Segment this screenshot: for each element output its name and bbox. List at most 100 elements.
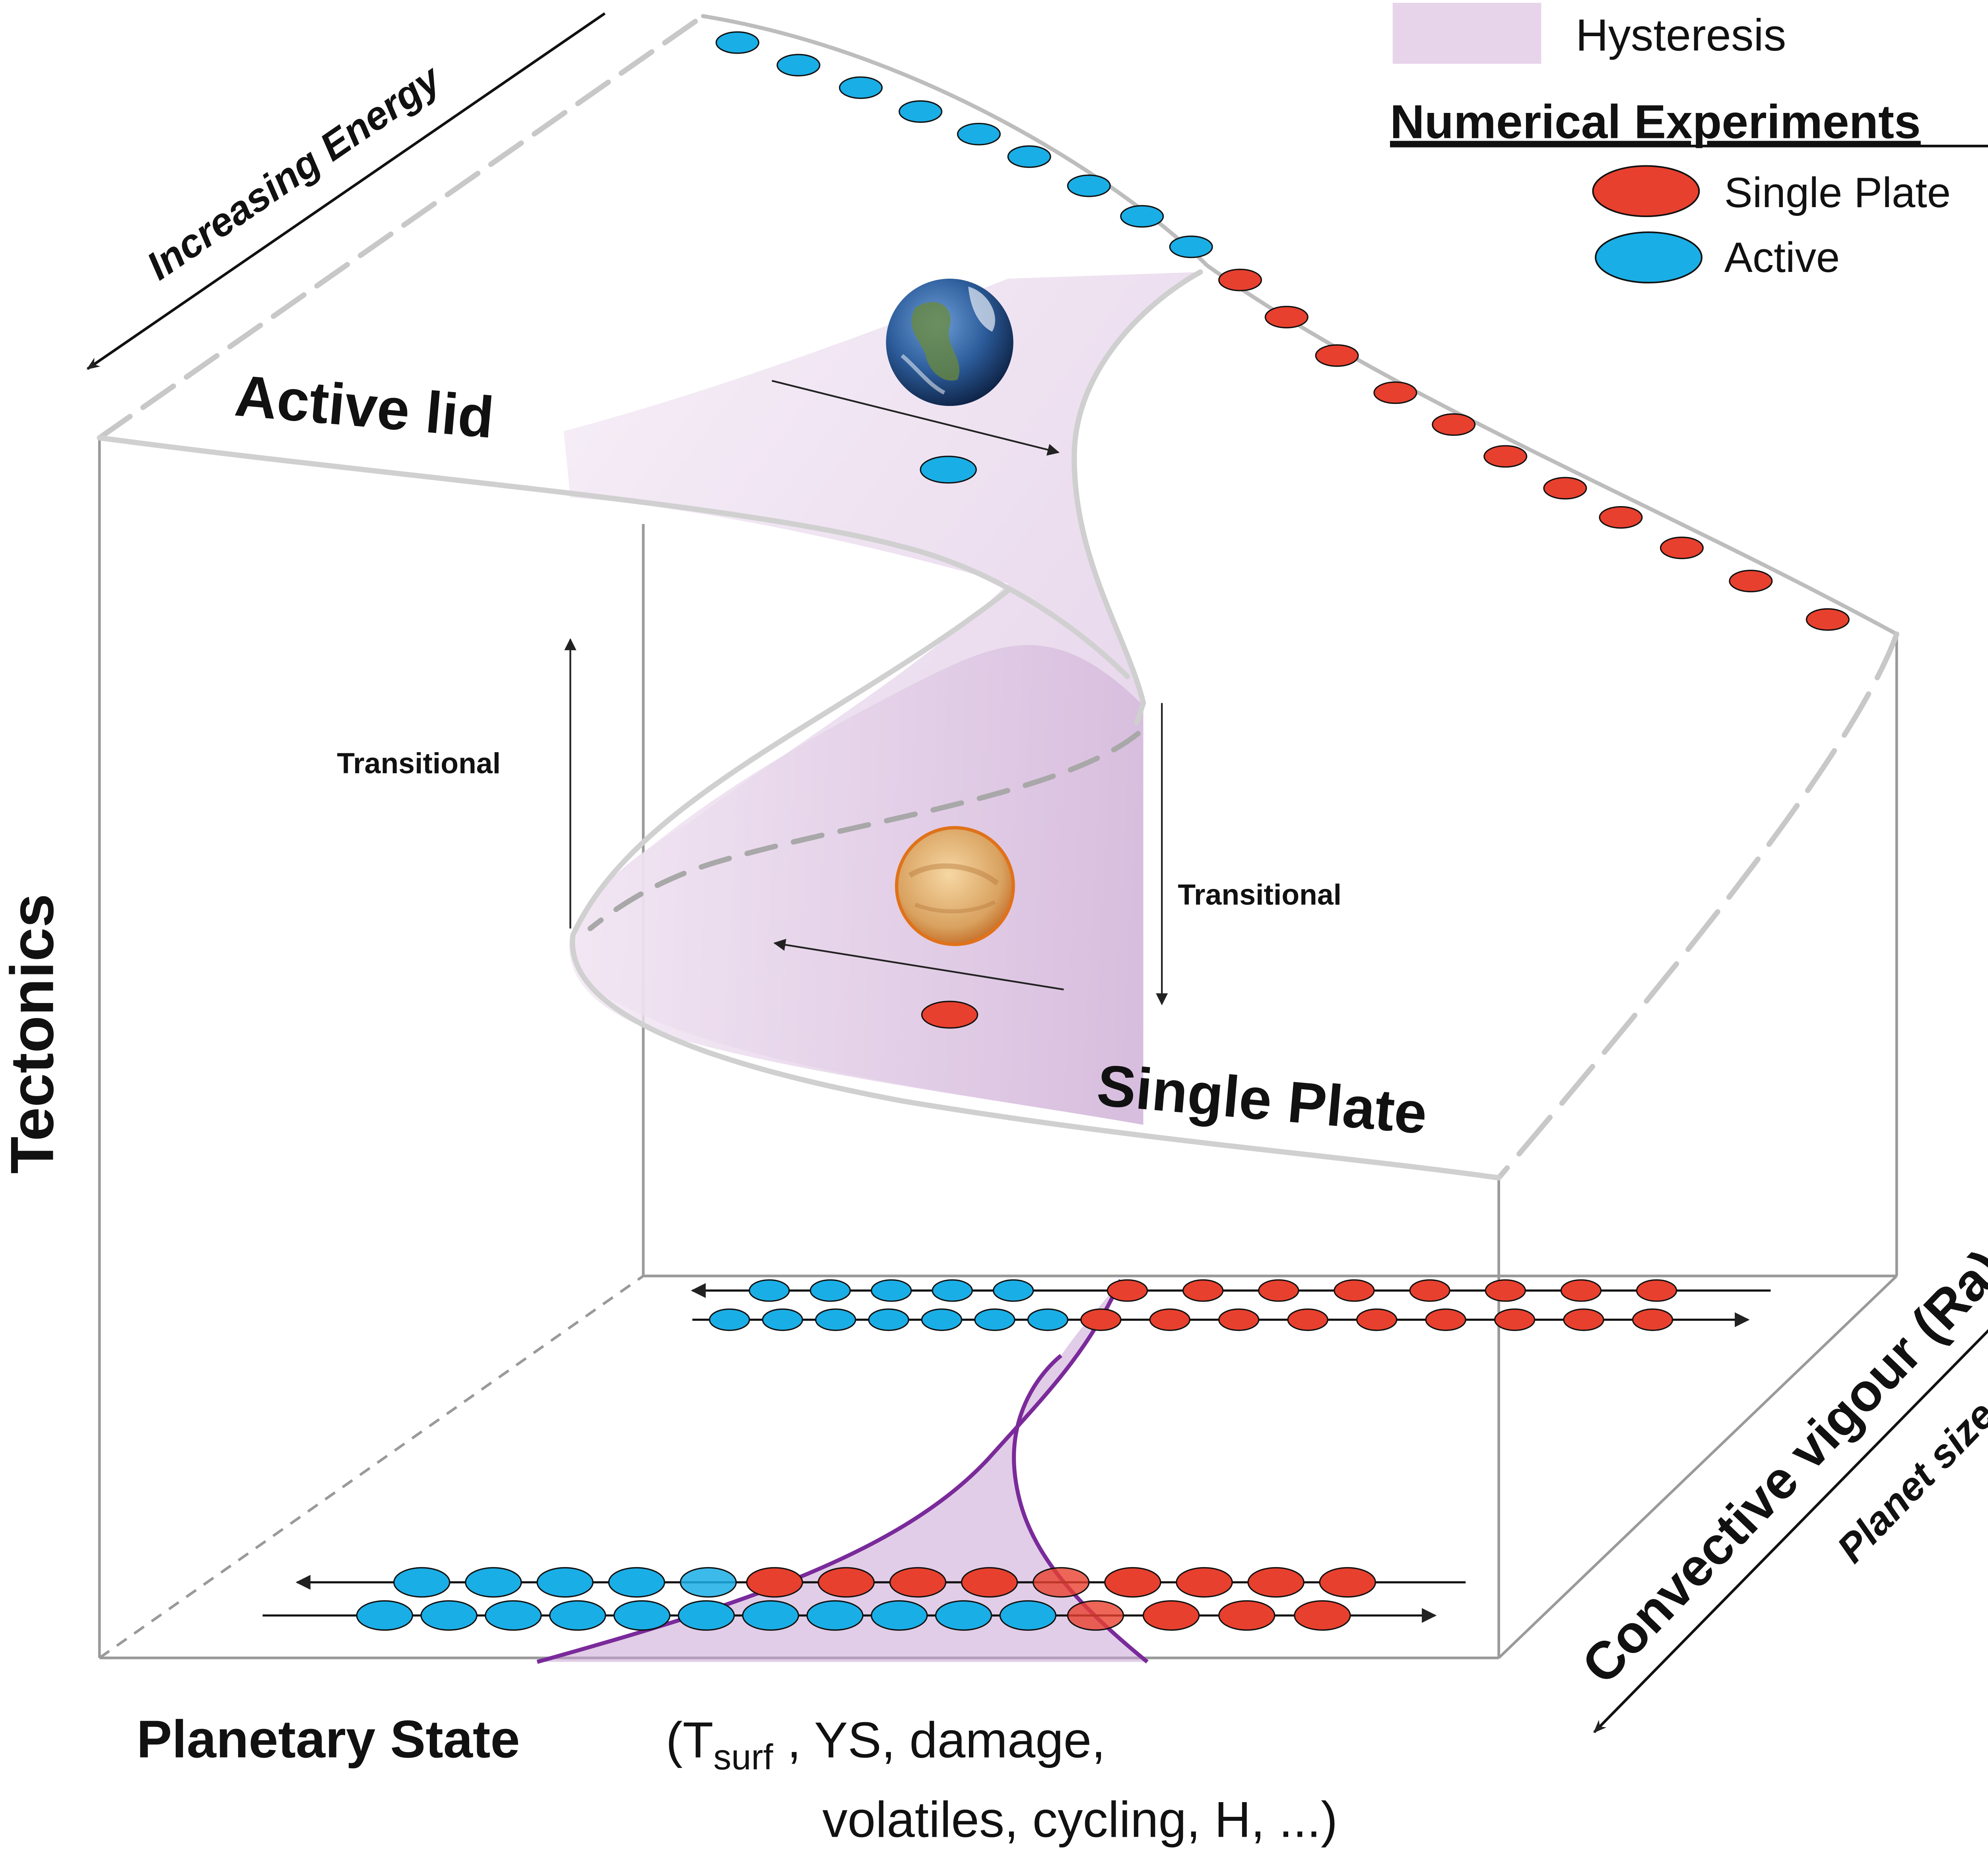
front-row-upper-single-dot [889, 1567, 947, 1598]
back-row-upper-single-dot [1485, 1279, 1526, 1302]
top-edge-active-dot [839, 76, 883, 99]
planetary-state-label: Planetary State [137, 1709, 520, 1769]
increasing-energy-arrow [86, 12, 606, 370]
top-edge-active-dot [1007, 145, 1051, 168]
transitional-right-label: Transitional [1178, 878, 1342, 911]
front-row-upper-active-dot [465, 1567, 522, 1598]
venus-single-dot [921, 1001, 978, 1029]
legend: Hysteresis Numerical Experiments Single … [1390, 3, 1988, 283]
hysteresis-swatch [1392, 3, 1541, 64]
right-front-edge-dashed [1496, 631, 1899, 1181]
venus-arrow [773, 939, 1064, 991]
frame-bottom-right [1498, 1275, 1898, 1659]
top-edge-active-dot [777, 54, 821, 77]
single-plate-legend-dot [1592, 165, 1700, 217]
hysteresis-fold [563, 272, 1200, 1125]
front-row-lower-active-dot [420, 1600, 478, 1631]
front-row-upper-single-dot [817, 1567, 875, 1598]
back-row-upper-active-dot [992, 1279, 1034, 1302]
fold-lower-sheet [569, 645, 1143, 1125]
top-edge-single-dot [1483, 445, 1528, 468]
top-edge-single-dot [1373, 381, 1417, 404]
top-edge-active-dot [1120, 205, 1164, 228]
front-row-upper-single-dot [746, 1567, 803, 1598]
top-edge-single-dot [1432, 413, 1476, 436]
back-row-lower-single-dot [1080, 1308, 1122, 1331]
back-row-lower-single-dot [1356, 1308, 1398, 1331]
back-row-upper-single-dot [1560, 1279, 1602, 1302]
back-row-lower-single-dot [1149, 1308, 1190, 1331]
active-lid-label: Active lid [232, 363, 496, 450]
fold-back-curve [1072, 269, 1203, 726]
numerical-experiments-heading: Numerical Experiments [1390, 95, 1921, 148]
front-row-lower-active-dot [613, 1600, 671, 1631]
front-row-upper-active-dot [608, 1567, 665, 1598]
fold-outline [97, 269, 1502, 1181]
active-legend-label: Active [1724, 233, 1840, 281]
front-row-lower-single-dot [1294, 1600, 1351, 1631]
back-row-upper-single-dot [1107, 1279, 1148, 1302]
planetary-params-line2: volatiles, cycling, H, ...) [822, 1791, 1338, 1848]
front-row-lower-active-dot [678, 1600, 735, 1631]
planetary-params-line1: (Tsurf , YS, damage, [666, 1711, 1106, 1777]
earth-icon [886, 278, 1013, 406]
convective-vigour-arrow [1593, 1329, 1988, 1733]
top-edge-single-dot [1729, 570, 1773, 592]
front-row-lower-active-dot [485, 1600, 542, 1631]
back-row-upper-single-dot [1636, 1279, 1677, 1302]
back-row-lower-single-dot [1563, 1308, 1604, 1331]
back-row-lower-single-dot [1494, 1308, 1536, 1331]
front-row-lower-active-dot [549, 1600, 606, 1631]
top-edge-single-dot [1806, 608, 1850, 631]
back-row-lower-active-dot [921, 1308, 963, 1331]
back-row-lower-active-dot [1027, 1308, 1069, 1331]
active-lid-front-edge [97, 435, 1130, 679]
front-row-upper-active-dot [393, 1567, 450, 1598]
front-row-upper-single-dot [1247, 1567, 1305, 1598]
front-row-lower-active-dot [935, 1600, 992, 1631]
single-plate-label: Single Plate [1095, 1053, 1430, 1147]
back-row-lower-active-dot [709, 1308, 750, 1331]
back-row-upper-single-dot [1409, 1279, 1450, 1302]
back-row-lower-single-dot [1425, 1308, 1466, 1331]
front-row-lower-active-dot [806, 1600, 864, 1631]
back-row-lower-active-dot [974, 1308, 1015, 1331]
front-row-lower-single-dot [1218, 1600, 1276, 1631]
front-row-upper-single-dot [1319, 1567, 1376, 1598]
increasing-energy-label: Increasing Energy [139, 56, 450, 289]
top-edge-single-dot [1315, 344, 1359, 367]
transitional-left-label: Transitional [337, 747, 501, 780]
front-row-upper-active-dot [679, 1567, 737, 1598]
front-row-upper-single-dot [1104, 1567, 1161, 1598]
top-edge-single-dot [1264, 306, 1309, 329]
top-edge-active-dot [899, 100, 943, 123]
planetary-params-sub: surf [713, 1737, 773, 1777]
back-row-upper-active-dot [871, 1279, 912, 1302]
bottom-hysteresis-fill [537, 1280, 1147, 1662]
top-edge-single-dot [1599, 506, 1643, 529]
top-edge-single-dot [1218, 268, 1262, 291]
top-edge-single-dot [1543, 477, 1587, 500]
front-row-upper-single-dot [1032, 1567, 1090, 1598]
state-arrows [564, 380, 1168, 1005]
back-row-lower-active-dot [815, 1308, 856, 1331]
top-edge-active-dot [957, 122, 1001, 146]
planetary-params-rest: , YS, damage, [773, 1711, 1105, 1768]
front-row-lower-single-dot [1142, 1600, 1200, 1631]
active-legend-dot [1595, 231, 1703, 283]
back-row-lower-active-dot [868, 1308, 909, 1331]
earth-arrow [771, 380, 1060, 456]
fold-lower-curve [570, 588, 1502, 1181]
planetary-params-open: (T [666, 1711, 714, 1768]
back-row-lower-single-dot [1632, 1308, 1673, 1331]
earth-active-dot [920, 456, 977, 484]
back-row-lower-single-dot [1287, 1308, 1328, 1331]
venus-icon [895, 826, 1015, 946]
front-row-lower-active-dot [356, 1600, 414, 1631]
top-edge-active-dot [715, 31, 759, 54]
front-row-lower-single-dot [1067, 1600, 1124, 1631]
front-row-upper-single-dot [1176, 1567, 1233, 1598]
experiment-dots [356, 31, 1850, 1631]
